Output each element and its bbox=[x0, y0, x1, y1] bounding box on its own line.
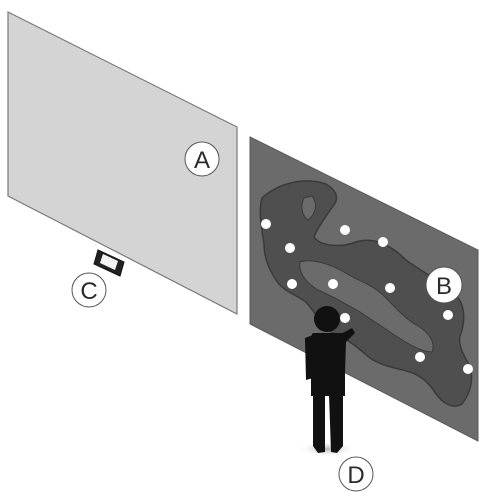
callout-b: B bbox=[425, 266, 463, 304]
map-point bbox=[287, 279, 297, 289]
floor-shadow bbox=[297, 441, 357, 457]
screen-a-panel bbox=[7, 11, 238, 315]
map-cutout bbox=[301, 195, 316, 221]
map-point bbox=[261, 219, 271, 229]
device-c bbox=[93, 249, 125, 277]
callout-a-label: A bbox=[194, 147, 210, 174]
person-leg-left bbox=[313, 394, 325, 453]
callout-d-label: D bbox=[347, 462, 364, 489]
map-points bbox=[261, 219, 473, 374]
map-point bbox=[328, 279, 338, 289]
callout-d-circle bbox=[338, 456, 374, 492]
callout-c-label: C bbox=[80, 278, 97, 305]
map-point bbox=[463, 364, 473, 374]
person-torso bbox=[311, 333, 345, 396]
person-head bbox=[314, 306, 340, 332]
screen-a bbox=[7, 11, 238, 315]
callout-c-circle bbox=[71, 272, 107, 308]
callout-a: A bbox=[184, 141, 220, 177]
callout-b-circle bbox=[425, 266, 463, 304]
callout-b-label: B bbox=[436, 273, 452, 300]
callout-c: C bbox=[71, 272, 107, 308]
map-point bbox=[378, 237, 388, 247]
person-d bbox=[297, 306, 357, 457]
screen-b bbox=[249, 136, 479, 442]
map-point bbox=[340, 313, 350, 323]
callout-a-circle bbox=[184, 141, 220, 177]
person-arm-left bbox=[305, 335, 313, 380]
map-point bbox=[385, 283, 395, 293]
map-point bbox=[340, 225, 350, 235]
person-arm-right bbox=[339, 328, 355, 372]
map-point bbox=[285, 243, 295, 253]
map-point bbox=[415, 352, 425, 362]
map-point bbox=[443, 310, 453, 320]
callout-d: D bbox=[338, 456, 374, 492]
person-leg-right bbox=[329, 394, 343, 453]
device-lens bbox=[100, 254, 118, 270]
